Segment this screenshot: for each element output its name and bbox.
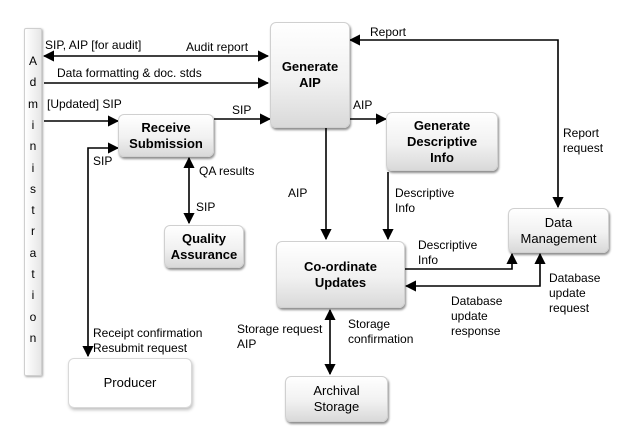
administration-letter: i: [31, 117, 35, 132]
label-descriptive-right-line2: Info: [418, 253, 439, 267]
administration-letter: t: [31, 203, 35, 218]
coordinate-updates-line1: Co-ordinate: [304, 258, 377, 274]
label-report-request-line2: request: [563, 141, 604, 155]
quality-assurance-line2: Assurance: [170, 246, 238, 262]
label-db-request-line1: Database: [549, 271, 601, 285]
quality-assurance-line1: Quality: [181, 230, 227, 246]
label-db-request-line2: update: [549, 286, 586, 300]
quality-assurance-node: Quality Assurance: [164, 225, 244, 268]
archival-storage-node: Archival Storage: [285, 376, 388, 422]
coordinate-updates-line2: Updates: [314, 274, 367, 290]
administration-bar: [24, 28, 42, 376]
archival-storage-line2: Storage: [313, 399, 360, 414]
label-qa-results: QA results: [199, 164, 255, 178]
label-sip-aip-audit: SIP, AIP [for audit]: [45, 38, 142, 52]
label-storage-confirmation-line1: Storage: [348, 317, 391, 331]
label-descriptive-right-line1: Descriptive: [418, 238, 478, 252]
data-management-line2: Management: [520, 230, 597, 246]
administration-letter: n: [29, 139, 37, 154]
label-sip-qa: SIP: [196, 200, 216, 214]
label-descriptive-info-down: Descriptive Info: [395, 186, 454, 216]
arrow-report-loop: [348, 34, 564, 209]
label-storage-confirmation-line2: confirmation: [348, 332, 414, 346]
administration-letter: i: [31, 160, 35, 175]
administration-letter: s: [30, 181, 36, 196]
administration-letter: A: [28, 54, 37, 68]
label-storage-request: Storage request AIP: [237, 322, 322, 352]
arrow-dm-update-response: [404, 252, 546, 292]
data-management-node: Data Management: [508, 208, 609, 253]
label-db-response-line1: Database: [451, 294, 503, 308]
label-aip-to-descriptive: AIP: [353, 98, 373, 112]
label-descriptive-down-line1: Descriptive: [395, 186, 455, 200]
administration-letter: t: [31, 267, 35, 281]
generate-descriptive-line1: Generate: [413, 117, 471, 133]
administration-letter: m: [28, 96, 38, 111]
administration-letter: a: [29, 245, 37, 260]
coordinate-updates-node: Co-ordinate Updates: [276, 241, 405, 308]
arrow-receive-producer: [82, 142, 120, 358]
generate-aip-line2: AIP: [299, 75, 321, 90]
label-sip-producer: SIP: [93, 154, 113, 168]
generate-descriptive-line3: Info: [430, 149, 454, 165]
label-receipt-line2: Resubmit request: [93, 341, 188, 355]
label-storage-confirmation: Storage confirmation: [348, 317, 413, 347]
producer-label: Producer: [103, 375, 157, 390]
generate-aip-node: Generate AIP: [270, 22, 350, 128]
label-audit-report: Audit report: [186, 40, 249, 54]
administration-letter: o: [29, 309, 37, 324]
generate-aip-line1: Generate: [281, 59, 339, 74]
label-report-request-line1: Report: [563, 126, 600, 140]
label-data-formatting: Data formatting & doc. stds: [57, 66, 202, 80]
data-management-line1: Data: [544, 214, 573, 230]
label-descriptive-info-right: Descriptive Info: [418, 238, 477, 268]
label-report-request: Report request: [563, 126, 603, 156]
label-receipt-line1: Receipt confirmation: [93, 326, 203, 340]
label-descriptive-down-line2: Info: [395, 201, 416, 215]
administration-letter: n: [29, 330, 37, 345]
administration-letter: d: [29, 75, 37, 90]
archival-storage-line1: Archival: [313, 383, 360, 398]
label-db-response-line2: update: [451, 309, 488, 323]
label-aip-down: AIP: [288, 186, 308, 200]
label-database-update-request: Database update request: [549, 271, 600, 316]
label-sip-receive-to-aip: SIP: [232, 103, 252, 117]
label-database-update-response: Database update response: [451, 294, 502, 339]
label-db-response-line3: response: [451, 324, 501, 338]
label-report: Report: [370, 25, 407, 39]
generate-descriptive-line2: Descriptive: [406, 133, 478, 149]
label-updated-sip: [Updated] SIP: [47, 97, 122, 111]
administration-letter: i: [31, 288, 35, 303]
label-receipt-confirmation: Receipt confirmation Resubmit request: [93, 326, 202, 356]
label-storage-request-line1: Storage request: [237, 322, 323, 336]
label-db-request-line3: request: [549, 301, 590, 315]
receive-submission-node: Receive Submission: [118, 114, 214, 157]
producer-node: Producer: [68, 358, 192, 408]
receive-submission-line2: Submission: [129, 135, 203, 151]
administration-letter: r: [31, 224, 35, 239]
receive-submission-line1: Receive: [141, 119, 191, 135]
generate-descriptive-info-node: Generate Descriptive Info: [386, 112, 498, 171]
label-storage-request-line2: AIP: [237, 337, 257, 351]
